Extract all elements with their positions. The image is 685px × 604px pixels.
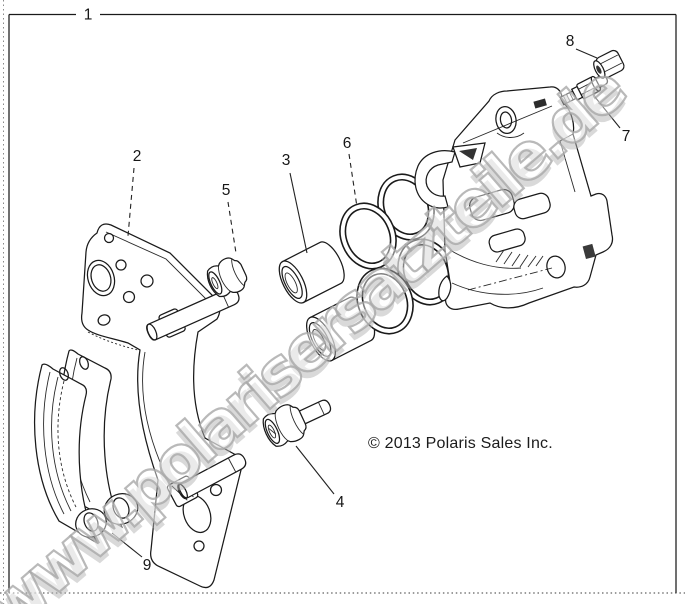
hex-nut-drawing <box>593 49 625 79</box>
callout-9-leader <box>111 532 143 558</box>
slider-pin-boot-drawing <box>262 399 332 447</box>
callout-8-leader <box>575 48 598 59</box>
mounting-bracket-drawing <box>81 223 247 589</box>
callout-1: 1 <box>84 7 93 24</box>
callout-4-leader <box>295 445 335 495</box>
callouts: 2 3 4 5 6 7 8 9 <box>111 33 631 574</box>
bushing-boot-drawing <box>206 257 248 298</box>
piston-upper-drawing <box>278 241 345 304</box>
callout-7-leader <box>594 96 621 129</box>
bleeder-bolt-drawing <box>559 74 609 106</box>
callout-6: 6 <box>343 135 352 152</box>
callout-8: 8 <box>566 33 575 50</box>
piston-lower-drawing <box>306 296 376 362</box>
callout-2-leader <box>127 167 135 237</box>
callout-2: 2 <box>133 148 142 165</box>
callout-9: 9 <box>143 557 152 574</box>
callout-3-leader <box>289 172 308 254</box>
callout-5-leader <box>227 201 237 254</box>
callout-3: 3 <box>282 152 291 169</box>
copyright-text: © 2013 Polaris Sales Inc. <box>368 435 553 452</box>
callout-6-leader <box>348 153 358 208</box>
brake-pads-drawing <box>34 349 139 545</box>
callout-7: 7 <box>622 128 631 145</box>
callout-5: 5 <box>222 182 231 199</box>
caliper-body-drawing <box>414 86 614 311</box>
callout-4: 4 <box>336 494 345 511</box>
